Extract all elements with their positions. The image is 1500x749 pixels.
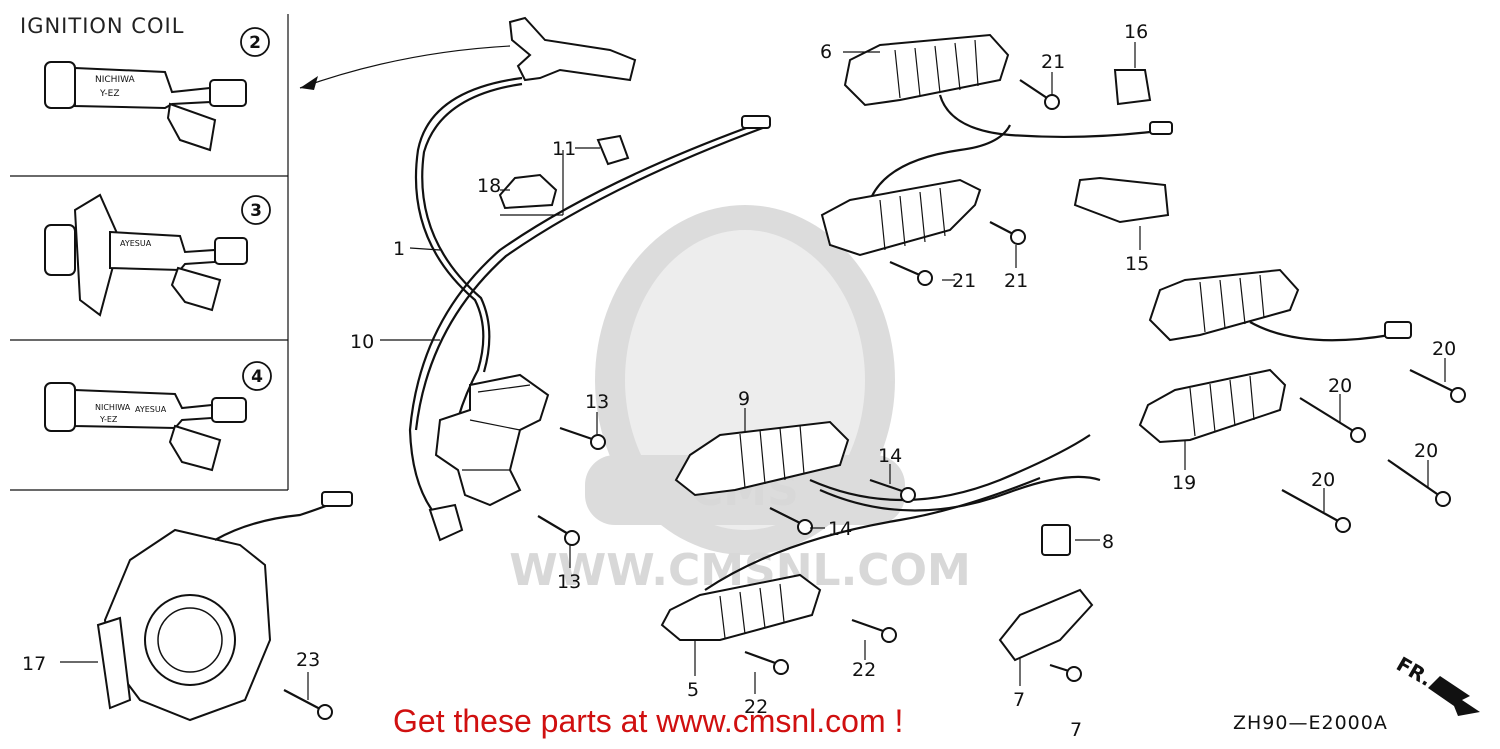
callout-1: 1 <box>393 238 405 260</box>
svg-text:AYESUA: AYESUA <box>120 239 152 248</box>
callout-8: 8 <box>1102 531 1114 553</box>
diagram-title: IGNITION COIL <box>20 14 185 38</box>
inset-frame <box>10 14 511 491</box>
cord-clamps <box>498 134 630 216</box>
callout-11: 11 <box>552 138 576 160</box>
bracket-15 <box>1073 176 1170 224</box>
callout-14b: 14 <box>828 518 852 540</box>
svg-text:AYESUA: AYESUA <box>135 405 167 414</box>
callout-14a: 14 <box>878 445 902 467</box>
svg-text:NICHIWA: NICHIWA <box>95 403 131 412</box>
callout-22b: 22 <box>744 696 768 718</box>
svg-text:Y-EZ: Y-EZ <box>99 415 118 424</box>
bolts <box>283 79 1466 720</box>
callout-18: 18 <box>477 175 501 197</box>
callout-22a: 22 <box>852 659 876 681</box>
stay-7 <box>998 588 1094 662</box>
front-direction-arrow: FR. <box>1392 652 1480 716</box>
callout-23: 23 <box>296 649 320 671</box>
callout-20b: 20 <box>1328 375 1352 397</box>
plug-cap-variant-3: AYESUA 3 <box>44 193 271 317</box>
callout-21a: 21 <box>1041 51 1065 73</box>
cord-10 <box>408 115 771 542</box>
diagram-code: ZH90—E2000A <box>1233 712 1388 734</box>
ignition-coil <box>434 373 550 507</box>
exciter-coil-9 <box>674 420 1101 512</box>
callout-5: 5 <box>687 679 699 701</box>
callout-numbers: 1 5 6 7 7 8 9 10 11 13 13 14 14 15 16 17… <box>22 21 1456 741</box>
svg-text:Y-EZ: Y-EZ <box>99 89 120 99</box>
callout-17: 17 <box>22 653 46 675</box>
callout-13a: 13 <box>585 391 609 413</box>
callout-6: 6 <box>820 41 832 63</box>
stator-17 <box>96 491 353 722</box>
callout-16: 16 <box>1124 21 1148 43</box>
callout-19: 19 <box>1172 472 1196 494</box>
exciter-coil-upper-right <box>1148 268 1412 342</box>
svg-text:NICHIWA: NICHIWA <box>95 75 135 85</box>
callout-15: 15 <box>1125 253 1149 275</box>
exciter-coil-6 <box>843 33 1173 139</box>
callout-7b: 7 <box>1070 719 1082 741</box>
callout-20a: 20 <box>1432 338 1456 360</box>
callout-20d: 20 <box>1311 469 1335 491</box>
exciter-coil-19 <box>1138 368 1287 444</box>
inset-ref-2: 2 <box>249 33 261 53</box>
bracket-16 <box>1113 69 1152 106</box>
callout-13b: 13 <box>557 571 581 593</box>
exciter-coil-center <box>820 124 1011 257</box>
svg-text:FR.: FR. <box>1392 652 1436 691</box>
leader-lines <box>60 42 1446 700</box>
high-tension-cord <box>414 16 637 431</box>
inset-ref-4: 4 <box>251 367 263 387</box>
callout-7: 7 <box>1013 689 1025 711</box>
plug-cap-variant-4: NICHIWA Y-EZ AYESUA 4 <box>44 361 272 472</box>
inset-ref-3: 3 <box>250 201 262 221</box>
callout-9: 9 <box>738 388 750 410</box>
grommet-8 <box>1041 524 1071 556</box>
callout-21b: 21 <box>952 270 976 292</box>
exciter-coil-5 <box>660 476 1041 641</box>
callout-21c: 21 <box>1004 270 1028 292</box>
plug-cap-variant-2: NICHIWA Y-EZ 2 <box>44 27 270 152</box>
callout-20c: 20 <box>1414 440 1438 462</box>
callout-10: 10 <box>350 331 374 353</box>
footer-link-text[interactable]: Get these parts at www.cmsnl.com ! <box>393 703 904 739</box>
